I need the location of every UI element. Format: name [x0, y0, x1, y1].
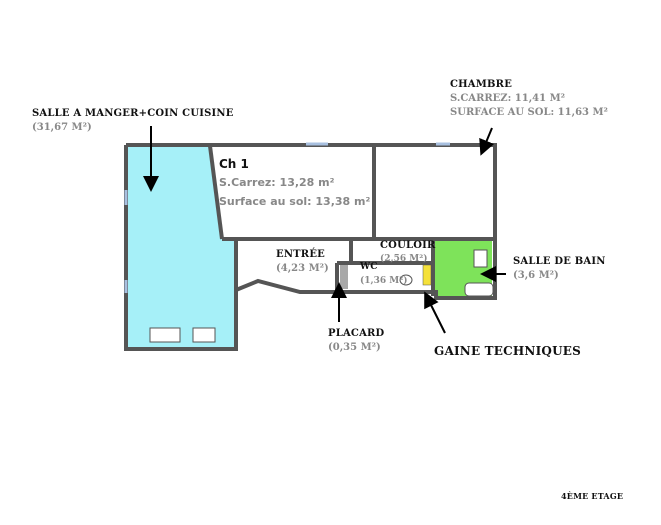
gaine-label: GAINE TECHNIQUES	[434, 344, 581, 358]
windows	[124, 142, 450, 293]
ch1-sol: Surface au sol: 13,38 m²	[219, 195, 371, 208]
chambre-carrez: S.CARREZ: 11,41 M²	[450, 93, 566, 104]
couloir-label: COULOIR	[380, 240, 436, 251]
chambre-sol: SURFACE AU SOL: 11,63 M²	[450, 107, 608, 118]
floor-label: 4ÈME ETAGE	[561, 491, 624, 501]
arrows	[143, 126, 506, 334]
stove-icon	[192, 327, 216, 343]
entree-area: (4,23 M²)	[276, 263, 329, 274]
ch1-label: Ch 1	[219, 157, 249, 171]
chambre-label: CHAMBRE	[450, 79, 513, 90]
bain-area: (3,6 M²)	[513, 270, 559, 281]
toilet-icon	[399, 274, 413, 286]
ch1-carrez: S.Carrez: 13,28 m²	[219, 176, 335, 189]
ch1-floor	[210, 146, 374, 239]
placard-label: PLACARD	[328, 328, 385, 339]
sink-icon	[473, 249, 488, 268]
couloir-area: (2,56 M²)	[380, 254, 428, 264]
kitchen-sink-icon	[149, 327, 181, 343]
wc-area: (1,36 M²)	[360, 276, 408, 286]
placard-area: (0,35 M²)	[328, 342, 381, 353]
wc-label: WC	[360, 262, 378, 272]
bathtub-icon	[464, 282, 494, 297]
salle-label: SALLE A MANGER+COIN CUISINE	[32, 108, 234, 119]
bain-label: SALLE DE BAIN	[513, 256, 606, 267]
salle-area: (31,67 M²)	[32, 122, 92, 133]
gaine-shape	[422, 264, 432, 286]
walls	[124, 143, 497, 351]
entree-label: ENTRÉE	[276, 249, 325, 260]
placard-shape	[340, 265, 348, 289]
